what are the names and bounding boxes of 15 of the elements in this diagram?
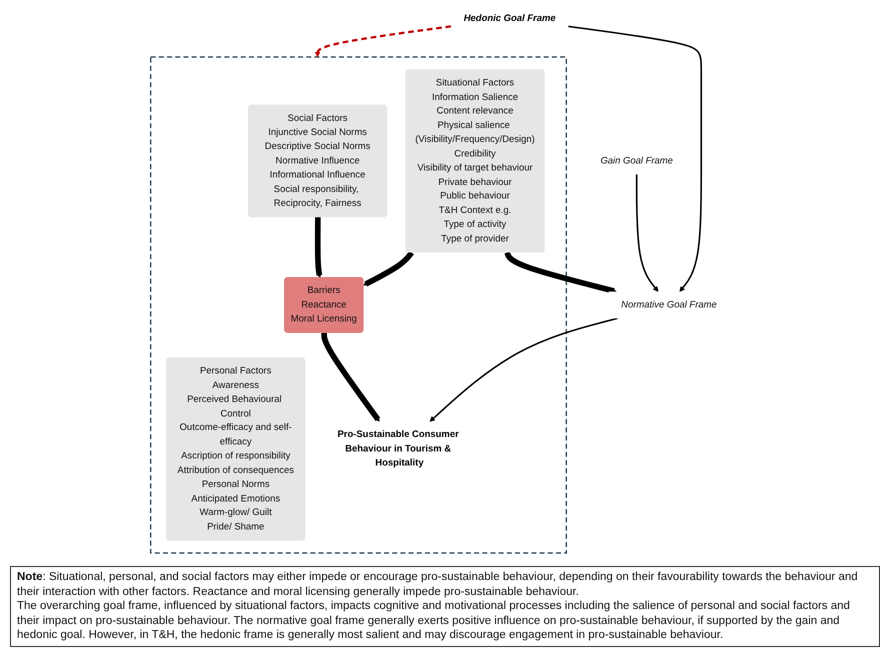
node-text: Pro-Sustainable Consumer Behaviour in Tourism & Hospitality xyxy=(337,429,459,468)
node-text: Gain Goal Frame xyxy=(600,155,673,166)
arrow xyxy=(314,217,322,278)
arrow xyxy=(430,318,618,422)
arrow xyxy=(636,174,658,292)
cluster xyxy=(150,56,567,554)
note-text: Note: Situational, personal, and social factors may either impede or encourage pro-sustainable behaviour, depending on their favourability towards the behaviour and their interaction with other factors. Reactance and moral licensing generally impede pro-sustainable behaviour. xyxy=(17,570,859,599)
arrow xyxy=(568,26,702,292)
node-text: Normative Goal Frame xyxy=(621,299,717,310)
note-text: The overarching goal frame, influenced by situational factors, impacts cognitive and motivational processes including the salience of personal and social factors and their impact on pro-sustainable behaviour. The normative goal frame generally exerts positive influence on pro-sustainable behaviour, if supported by the gain and hedonic goal. However, in T&H, the hedonic frame is generally most salient and may discourage engagement in pro-sustainable behaviour. xyxy=(17,599,851,642)
arrow xyxy=(321,332,380,422)
arrow xyxy=(504,252,617,294)
arrow xyxy=(363,250,414,287)
arrow xyxy=(314,25,452,58)
node-text: Hedonic Goal Frame xyxy=(464,12,556,24)
